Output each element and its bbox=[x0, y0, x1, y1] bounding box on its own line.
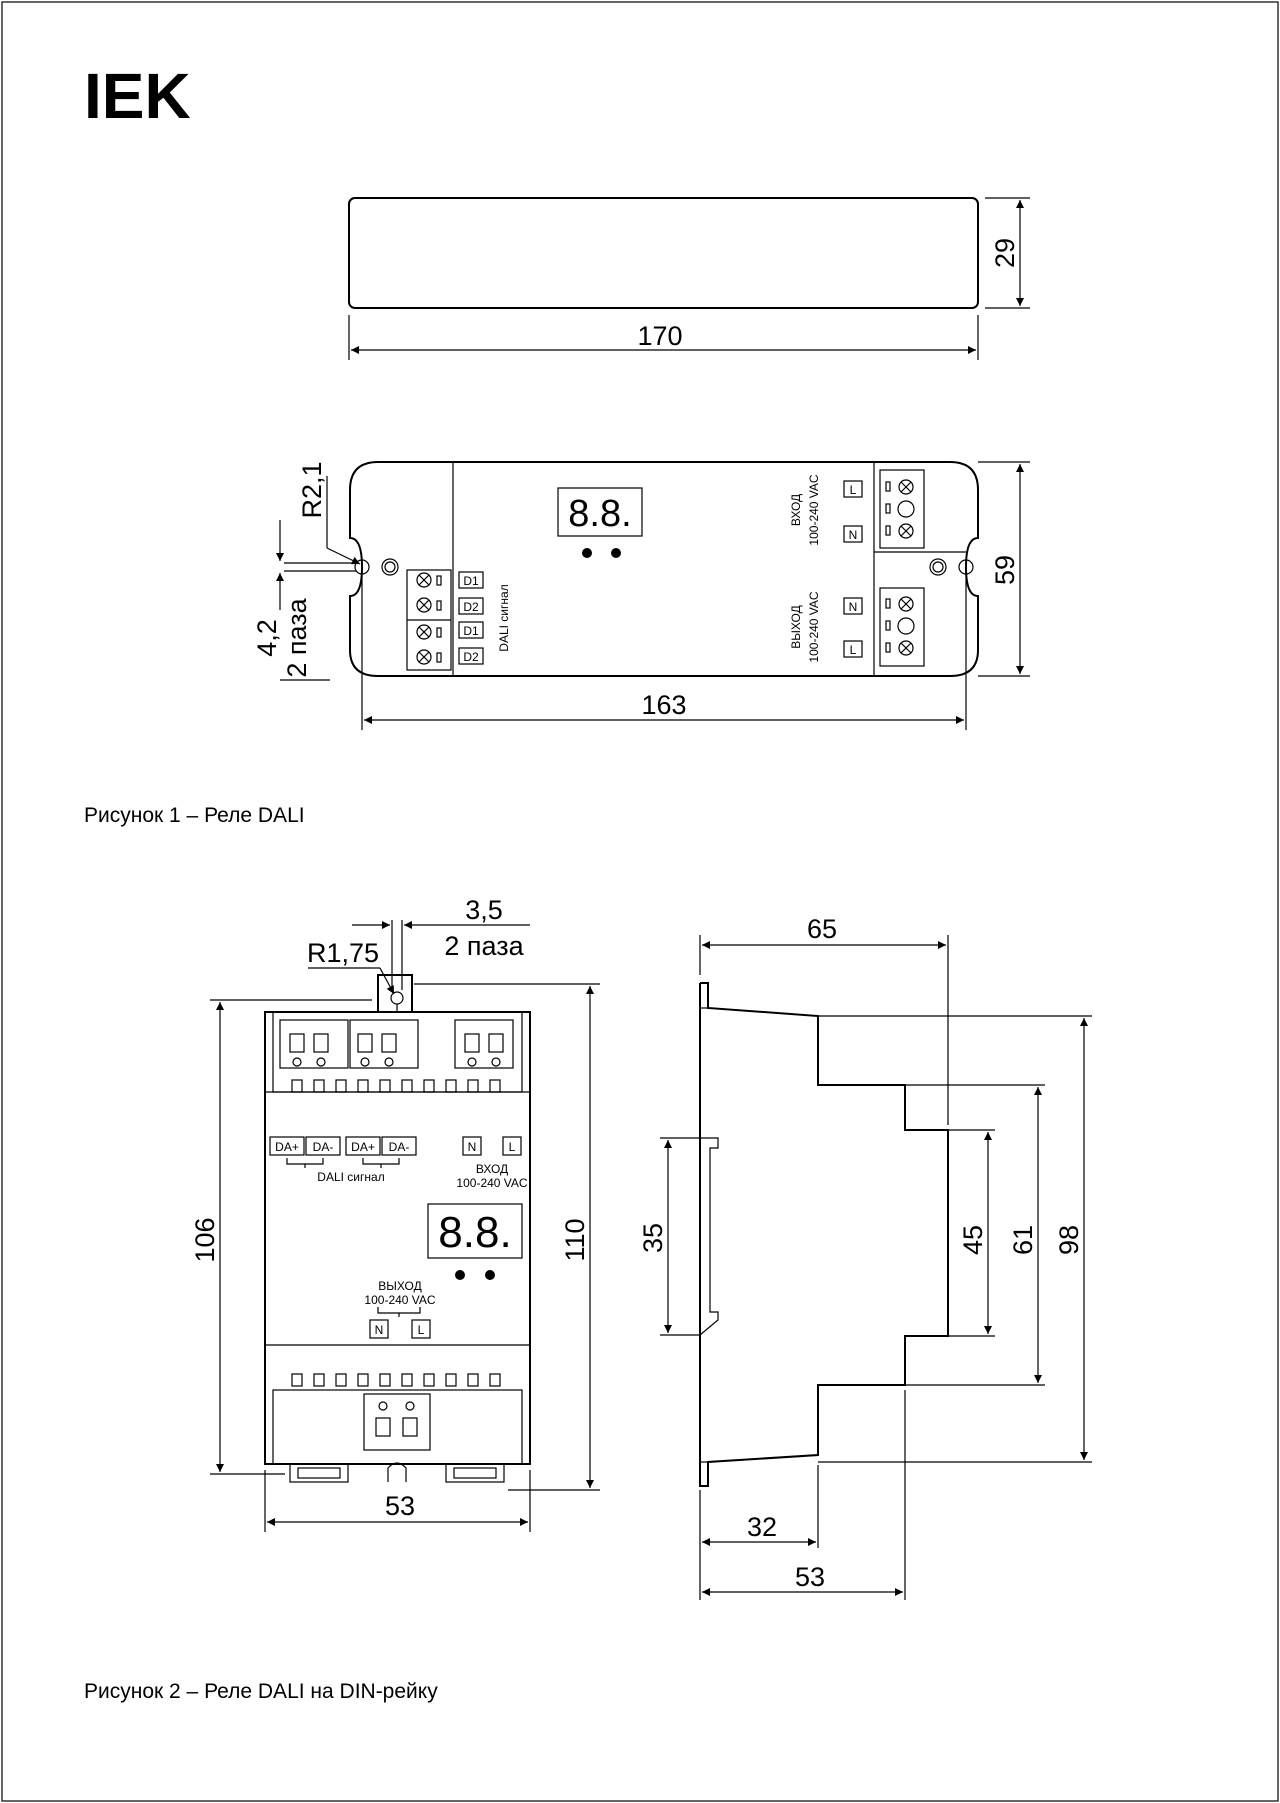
module-tooth bbox=[357, 1079, 369, 1093]
label-din-out-l: L bbox=[418, 1323, 425, 1337]
label-out-n: N bbox=[849, 600, 858, 614]
module-tooth bbox=[313, 1373, 325, 1387]
module-tooth bbox=[401, 1373, 413, 1387]
label-din-in-n: N bbox=[468, 1140, 477, 1154]
module-tooth bbox=[313, 1079, 325, 1093]
module-tooth bbox=[445, 1373, 457, 1387]
module-tooth bbox=[423, 1373, 435, 1387]
label-d2-a: D2 bbox=[463, 600, 479, 614]
label-vyhod-voltage: 100-240 VAC bbox=[807, 591, 821, 662]
module-tooth bbox=[467, 1373, 479, 1387]
label-din-vhod-voltage: 100-240 VAC bbox=[456, 1176, 527, 1190]
dim-163: 163 bbox=[641, 690, 686, 720]
module-tooth bbox=[335, 1373, 347, 1387]
dim-slot-count-2: 2 паза bbox=[444, 931, 524, 961]
label-in-l: L bbox=[850, 483, 857, 497]
module-tooth bbox=[401, 1079, 413, 1093]
dim-radius-r1-75: R1,75 bbox=[307, 938, 379, 968]
iek-logo: IEK bbox=[84, 60, 191, 132]
module-tooth bbox=[423, 1079, 435, 1093]
label-da-plus-b: DA+ bbox=[351, 1140, 375, 1154]
module-tooth bbox=[379, 1373, 391, 1387]
dim-32: 32 bbox=[747, 1512, 777, 1542]
dim-98: 98 bbox=[1054, 1225, 1084, 1255]
label-vhod: ВХОД bbox=[789, 494, 803, 526]
module-tooth bbox=[291, 1373, 303, 1387]
dim-65: 65 bbox=[807, 914, 837, 944]
label-dali-signal: DALI сигнал bbox=[497, 584, 511, 651]
dim-110: 110 bbox=[560, 1218, 590, 1261]
module-tooth bbox=[445, 1079, 457, 1093]
label-d1-a: D1 bbox=[463, 574, 479, 588]
dim-59: 59 bbox=[990, 555, 1020, 585]
dim-29: 29 bbox=[990, 238, 1020, 268]
label-din-vyhod: ВЫХОД bbox=[378, 1279, 421, 1293]
label-da-minus-a: DA- bbox=[313, 1140, 334, 1154]
dim-35: 35 bbox=[638, 1223, 668, 1253]
module-tooth bbox=[489, 1373, 501, 1387]
fig1-caption: Рисунок 1 – Реле DALI bbox=[84, 804, 305, 827]
dim-slot-count: 2 паза bbox=[282, 597, 312, 677]
module-tooth bbox=[489, 1079, 501, 1093]
label-da-plus-a: DA+ bbox=[275, 1140, 299, 1154]
dim-radius-r2-1: R2,1 bbox=[297, 461, 327, 518]
dim-slot-4-2: 4,2 bbox=[252, 619, 282, 657]
dim-106: 106 bbox=[190, 1217, 220, 1262]
dim-53-side: 53 bbox=[795, 1562, 825, 1592]
module-tooth bbox=[357, 1373, 369, 1387]
label-da-minus-b: DA- bbox=[389, 1140, 410, 1154]
module-tooth bbox=[467, 1079, 479, 1093]
label-out-l: L bbox=[850, 643, 857, 657]
label-vyhod: ВЫХОД bbox=[789, 605, 803, 648]
label-din-in-l: L bbox=[509, 1140, 516, 1154]
dim-170: 170 bbox=[637, 321, 682, 351]
fig2-din-side-view: 65 35 45 61 98 32 53 bbox=[638, 914, 1092, 1600]
label-din-vyhod-voltage: 100-240 VAC bbox=[364, 1293, 435, 1307]
label-dali-signal-2: DALI сигнал bbox=[317, 1170, 384, 1184]
label-din-vhod: ВХОД bbox=[476, 1162, 508, 1176]
module-tooth bbox=[379, 1079, 391, 1093]
fig2-caption: Рисунок 2 – Реле DALI на DIN-рейку bbox=[84, 1680, 438, 1703]
fig1-top-view: 29 170 bbox=[348, 197, 1030, 360]
module-tooth bbox=[335, 1079, 347, 1093]
din-display-digits: 8.8. bbox=[438, 1208, 511, 1257]
label-d1-b: D1 bbox=[463, 624, 479, 638]
display-digits: 8.8. bbox=[568, 493, 631, 535]
module-tooth bbox=[291, 1079, 303, 1093]
dim-53-front: 53 bbox=[385, 1491, 415, 1521]
label-din-out-n: N bbox=[375, 1323, 384, 1337]
dim-45: 45 bbox=[958, 1225, 988, 1255]
label-in-n: N bbox=[849, 528, 858, 542]
label-vhod-voltage: 100-240 VAC bbox=[807, 474, 821, 545]
dim-slot-3-5: 3,5 bbox=[465, 895, 503, 925]
fig2-din-front-view: DA+ DA- DA+ DA- DALI сигнал N L ВХОД 100… bbox=[190, 895, 600, 1532]
label-d2-b: D2 bbox=[463, 650, 479, 664]
dim-61: 61 bbox=[1008, 1225, 1038, 1255]
fig1-front-view: D1 D2 D1 D2 DALI сигнал 8.8. L N bbox=[252, 461, 1030, 730]
